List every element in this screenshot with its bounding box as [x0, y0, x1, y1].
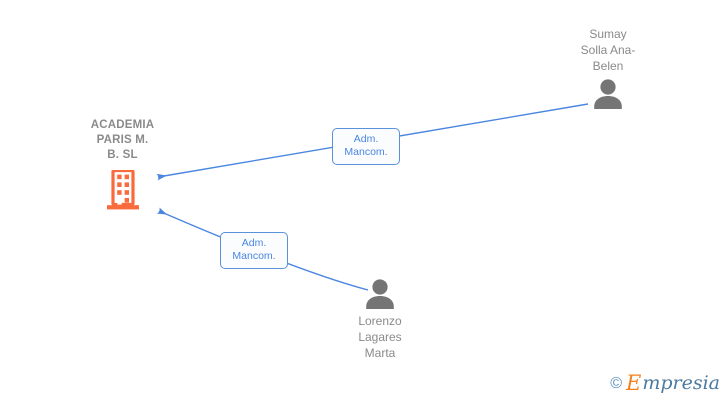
company-name-label: ACADEMIA PARIS M. B. SL	[90, 119, 155, 161]
person-icon	[594, 79, 622, 109]
person-name-label: Sumay Solla Ana- Belen	[580, 27, 636, 73]
relation-label-lorenzo[interactable]: Adm. Mancom.	[220, 232, 288, 269]
brand-name: mpresia	[642, 372, 720, 394]
person-node-sumay-solla-ana-belen[interactable]: Sumay Solla Ana- Belen	[548, 26, 668, 110]
copyright-icon: ©	[610, 374, 622, 392]
person-node-lorenzo-lagares-marta[interactable]: Lorenzo Lagares Marta	[320, 278, 440, 361]
relation-label-sumay[interactable]: Adm. Mancom.	[332, 128, 400, 165]
building-icon	[106, 170, 139, 210]
person-name-label: Lorenzo Lagares Marta	[358, 314, 402, 360]
brand-initial: E	[625, 371, 642, 395]
person-icon	[366, 279, 394, 309]
company-node[interactable]: ACADEMIA PARIS M. B. SL	[60, 118, 185, 210]
